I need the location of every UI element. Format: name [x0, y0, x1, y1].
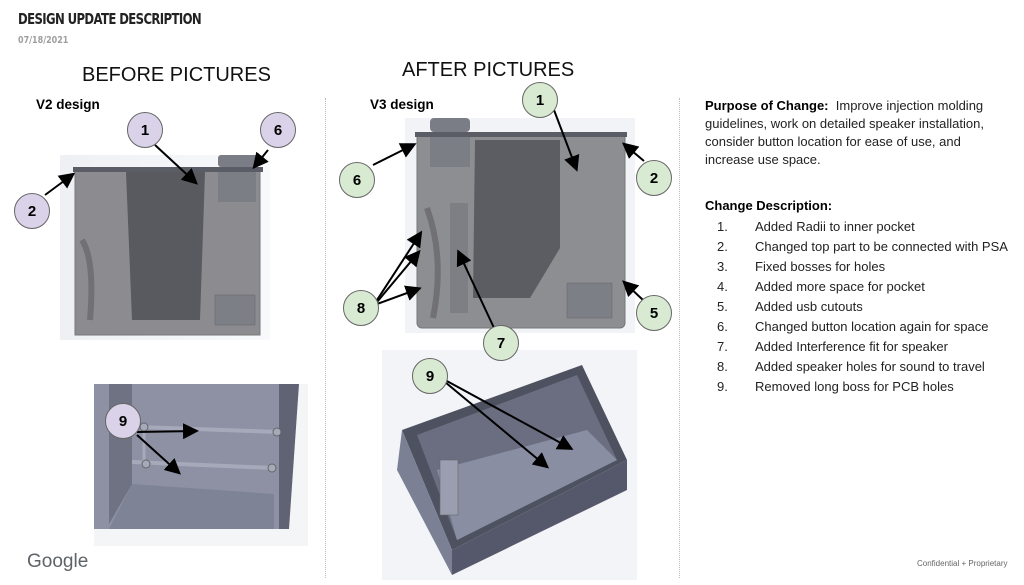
before-callout-9: 9 — [105, 403, 141, 439]
change-text: Added Interference fit for speaker — [755, 339, 948, 354]
change-number: 5. — [717, 299, 728, 314]
change-number: 6. — [717, 319, 728, 334]
change-text: Added speaker holes for sound to travel — [755, 359, 985, 374]
purpose-of-change: Purpose of Change: Improve injection mol… — [705, 97, 1005, 169]
change-text: Fixed bosses for holes — [755, 259, 886, 274]
v3-side-view-image — [405, 118, 635, 333]
change-list: 1. Added Radii to inner pocket 2. Changed … — [705, 217, 1015, 397]
after-callout-1: 1 — [522, 82, 558, 118]
change-item: 6. Changed button location again for spac… — [705, 317, 1015, 337]
change-item: 8. Added speaker holes for sound to trave… — [705, 357, 1015, 377]
slide-date: 07/18/2021 — [18, 35, 69, 46]
v3-interior-image — [382, 350, 637, 580]
confidential-label: Confidential + Proprietary — [917, 559, 1008, 568]
after-heading: AFTER PICTURES — [402, 59, 575, 81]
change-text: Changed top part to be connected with PS… — [755, 239, 1008, 254]
slide-title: DESIGN UPDATE DESCRIPTION — [18, 10, 202, 28]
change-number: 8. — [717, 359, 728, 374]
after-callout-8: 8 — [343, 290, 379, 326]
purpose-text: Improve injection molding guidelines, wo… — [705, 98, 984, 167]
change-item: 9. Removed long boss for PCB holes — [705, 377, 1015, 397]
after-callout-7: 7 — [483, 325, 519, 361]
v2-side-view-image — [60, 155, 270, 340]
change-text: Added Radii to inner pocket — [755, 219, 915, 234]
change-number: 3. — [717, 259, 728, 274]
change-number: 7. — [717, 339, 728, 354]
v3-design-label: V3 design — [370, 97, 434, 112]
column-divider-right — [679, 98, 680, 578]
change-item: 2. Changed top part to be connected with … — [705, 237, 1015, 257]
google-logo: Google — [27, 551, 89, 572]
column-divider-left — [325, 98, 326, 578]
after-callout-6: 6 — [339, 162, 375, 198]
change-description-heading: Change Description: — [705, 198, 833, 213]
change-item: 1. Added Radii to inner pocket — [705, 217, 1015, 237]
before-callout-2: 2 — [14, 193, 50, 229]
change-number: 4. — [717, 279, 728, 294]
change-item: 7. Added Interference fit for speaker — [705, 337, 1015, 357]
before-heading: BEFORE PICTURES — [82, 64, 271, 86]
v2-design-label: V2 design — [36, 97, 100, 112]
purpose-label: Purpose of Change: — [705, 98, 829, 113]
before-callout-1: 1 — [127, 112, 163, 148]
change-text: Added usb cutouts — [755, 299, 863, 314]
change-item: 4. Added more space for pocket — [705, 277, 1015, 297]
change-text: Removed long boss for PCB holes — [755, 379, 954, 394]
change-item: 3. Fixed bosses for holes — [705, 257, 1015, 277]
change-item: 5. Added usb cutouts — [705, 297, 1015, 317]
change-number: 2. — [717, 239, 728, 254]
change-text: Added more space for pocket — [755, 279, 925, 294]
change-number: 1. — [717, 219, 728, 234]
after-callout-5: 5 — [636, 295, 672, 331]
change-text: Changed button location again for space — [755, 319, 989, 334]
after-callout-2: 2 — [636, 160, 672, 196]
before-callout-6: 6 — [260, 112, 296, 148]
change-number: 9. — [717, 379, 728, 394]
after-callout-9: 9 — [412, 358, 448, 394]
